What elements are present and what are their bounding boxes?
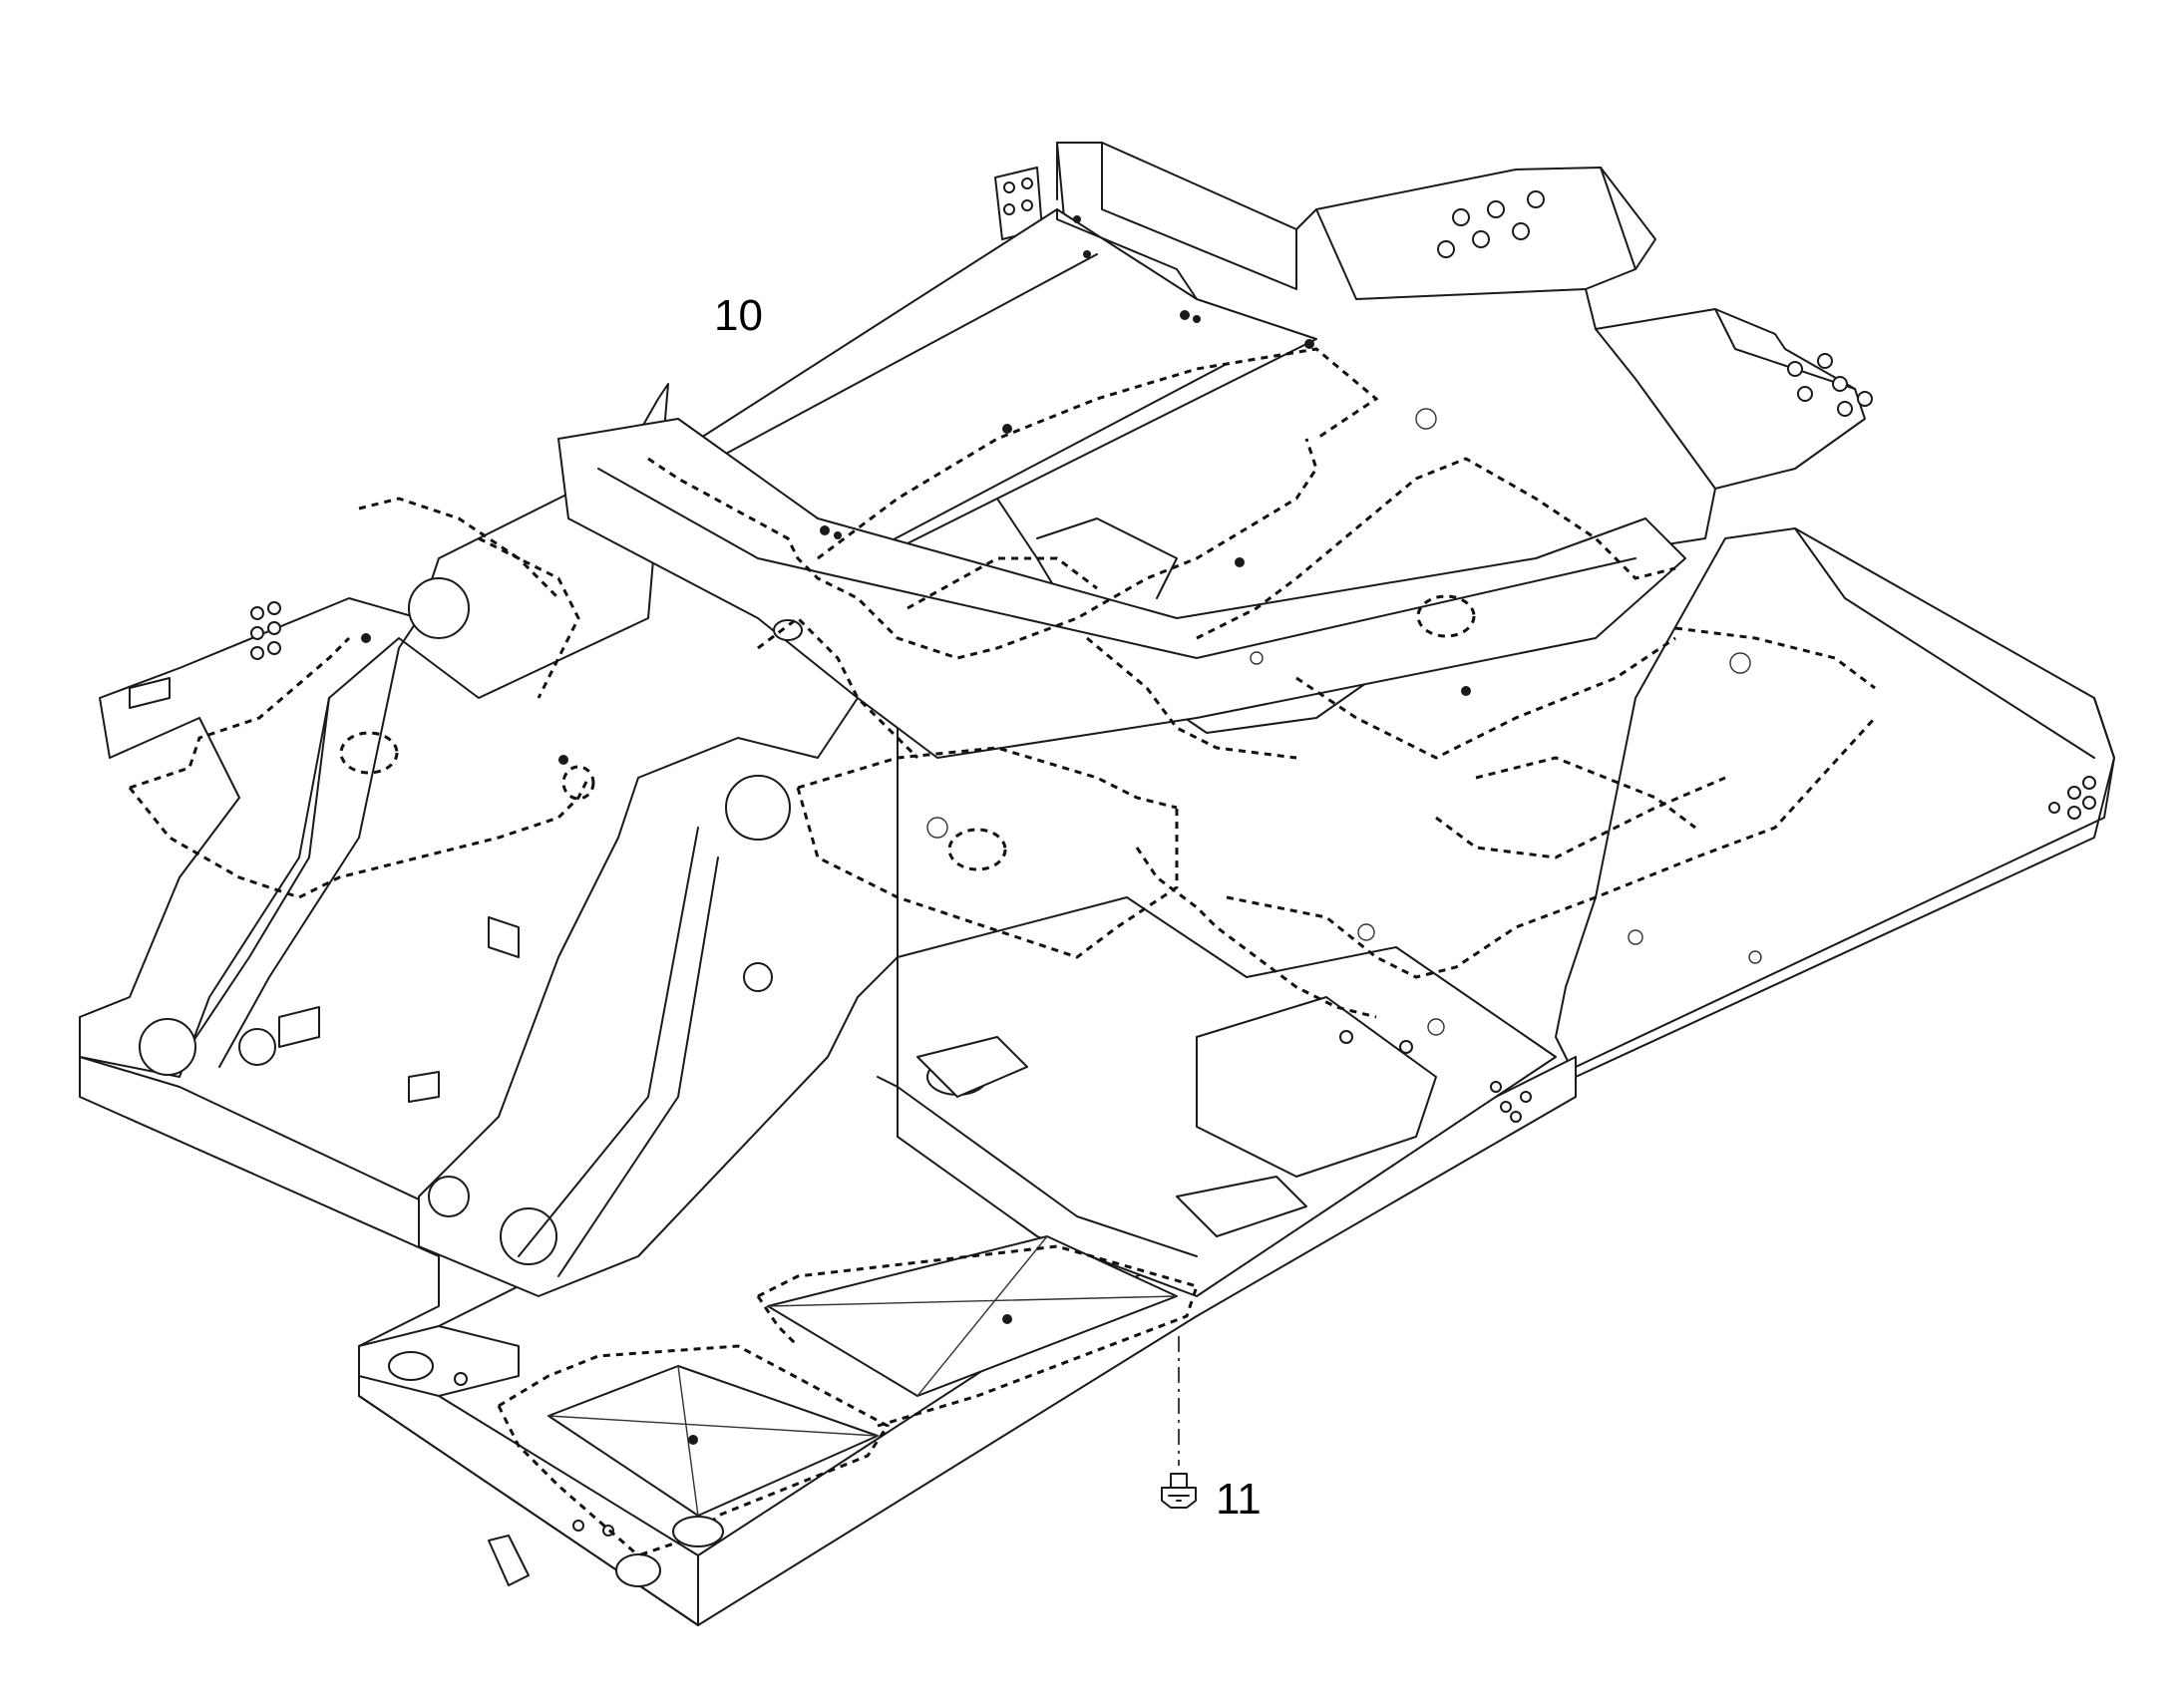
dashed-cover-outlines <box>128 347 1877 1019</box>
right-side-deck <box>1555 527 2115 1078</box>
center-boom-bracket <box>278 697 899 1297</box>
bottom-left-end-plate <box>358 1325 724 1586</box>
boom-sleeve <box>557 418 1686 759</box>
callout-label-10: 10 <box>714 291 763 340</box>
mounting-studs <box>361 215 1762 1036</box>
bolt-11 <box>1161 1336 1197 1509</box>
lower-covers <box>497 1235 1199 1557</box>
callout-label-11: 11 <box>1216 1475 1262 1524</box>
mid-deck <box>877 896 1557 1297</box>
left-boom-support <box>79 383 669 1078</box>
